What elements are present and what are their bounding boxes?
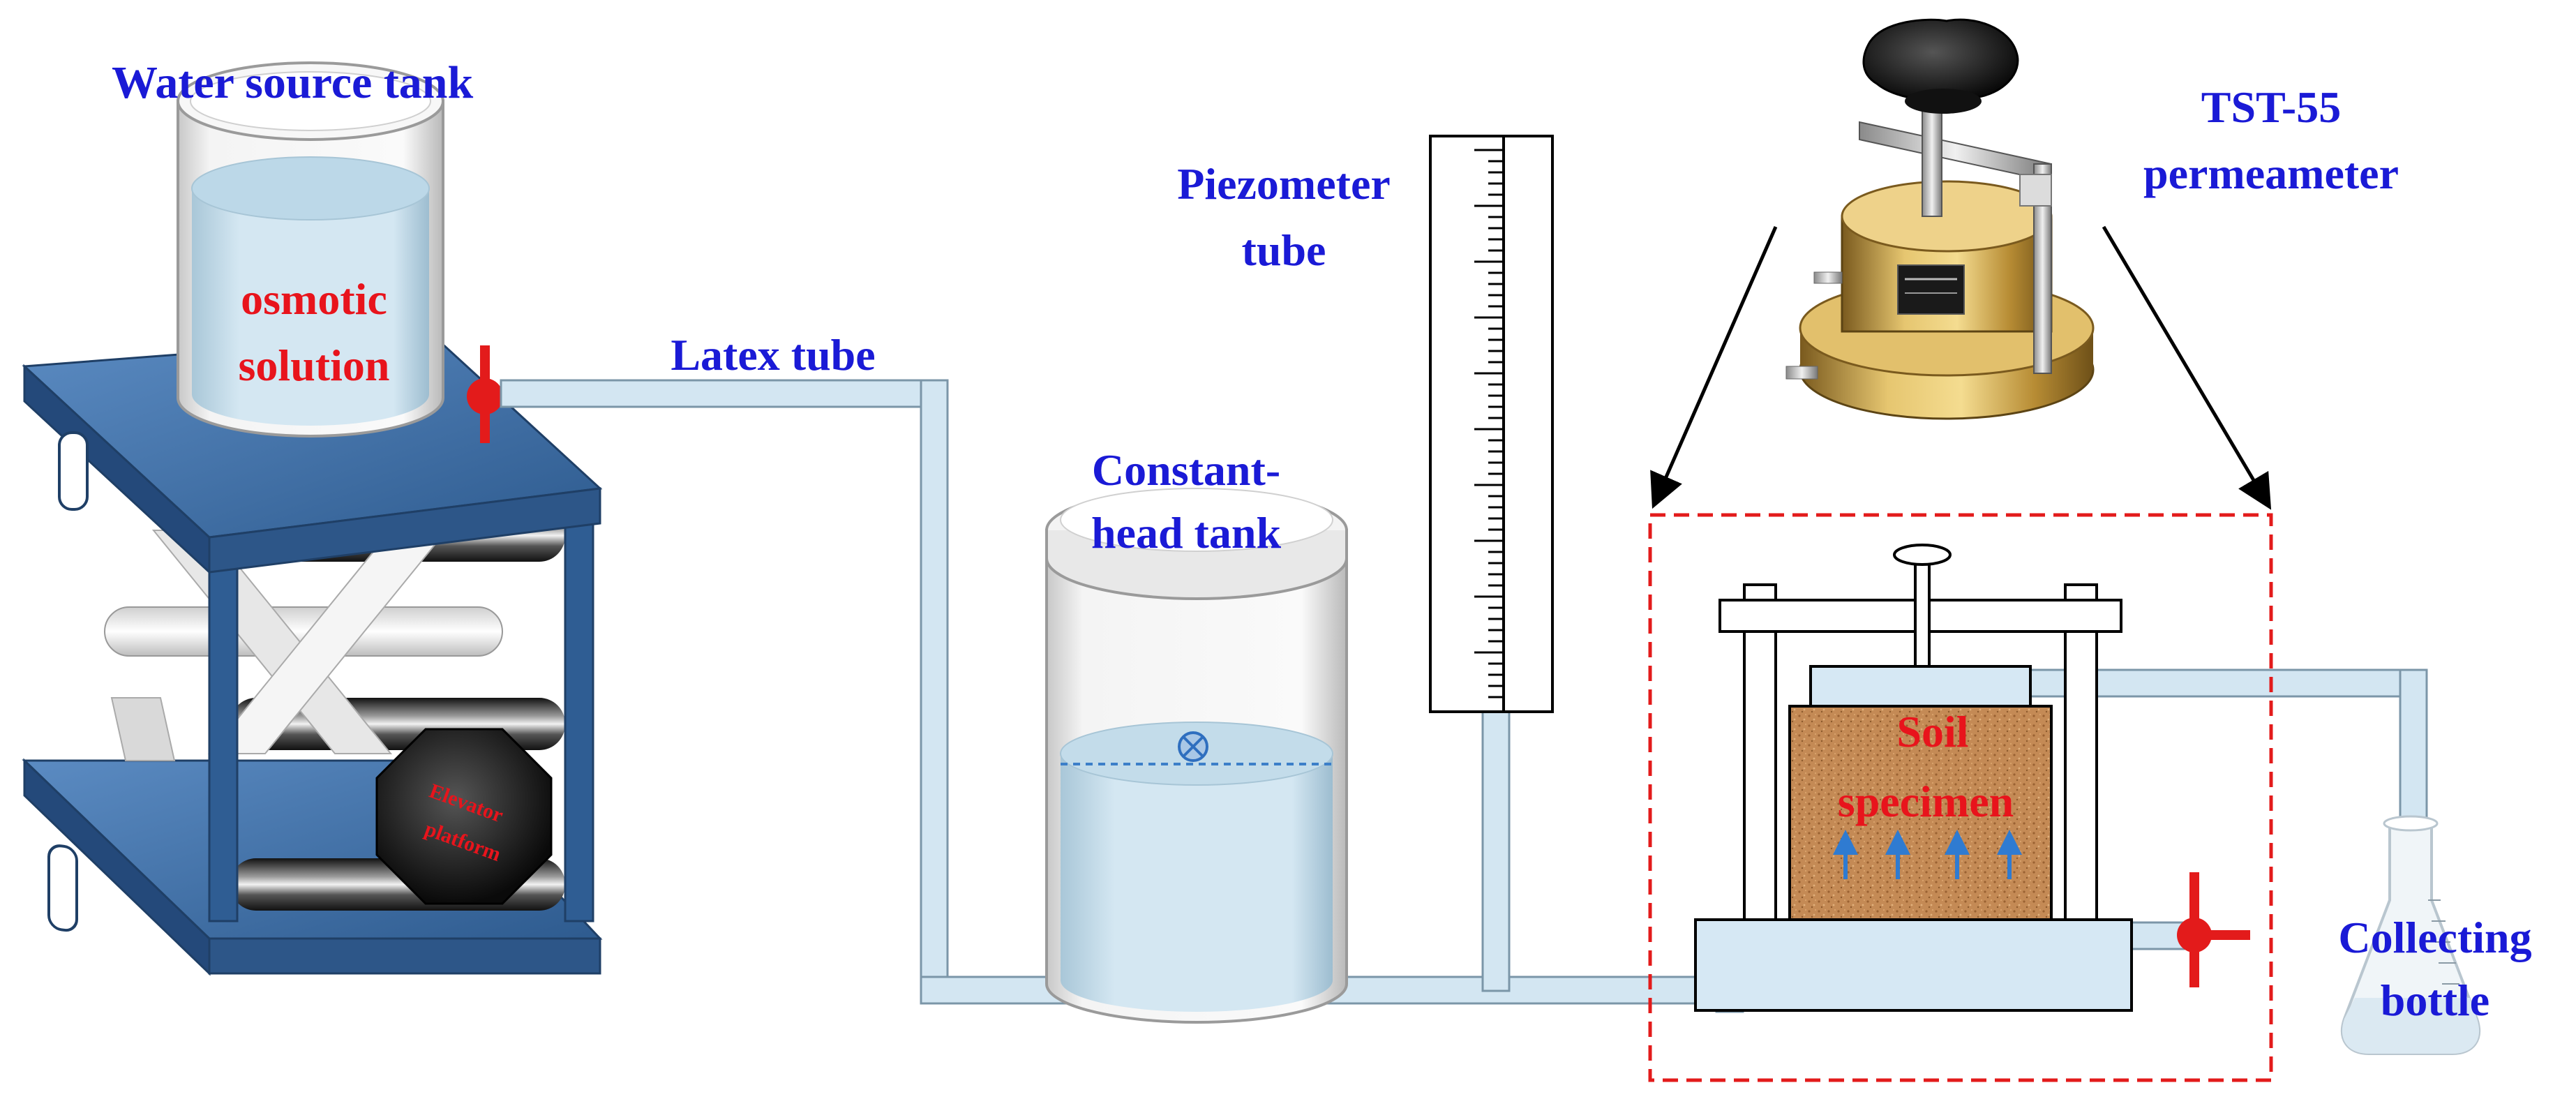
piezometer-tube: [1429, 135, 1554, 713]
label-osmotic-solution-2: solution: [239, 341, 390, 390]
label-constant-head-2: head tank: [1091, 508, 1282, 558]
zoom-arrow-right: [2102, 225, 2272, 510]
constant-head-tank: [1045, 488, 1348, 1024]
label-latex-tube: Latex tube: [671, 330, 875, 380]
permeameter-detail-box: [1648, 513, 2273, 1082]
label-osmotic-solution-1: osmotic: [241, 274, 387, 324]
collecting-bottle: [2340, 815, 2481, 1055]
label-collecting-bottle-2: bottle: [2381, 976, 2489, 1025]
permeameter-schematic: [1694, 544, 2133, 1012]
label-constant-head-1: Constant-: [1092, 445, 1280, 495]
water-source-tank: [177, 61, 444, 438]
label-tst55-2: permeameter: [2143, 149, 2399, 198]
float-ball-icon: [1178, 731, 1208, 762]
label-water-source-tank: Water source tank: [112, 57, 473, 108]
elevator-knob: [375, 728, 553, 905]
outlet-valve: [2177, 872, 2250, 987]
label-tst55-1: TST-55: [2201, 82, 2341, 132]
label-soil-specimen-1: Soil: [1896, 707, 1968, 756]
label-soil-specimen-2: specimen: [1838, 777, 2014, 826]
flow-arrows: [1833, 830, 2022, 879]
zoom-arrow-left: [1650, 225, 1778, 509]
tst55-permeameter: [1785, 18, 2095, 420]
label-piezometer-1: Piezometer: [1177, 159, 1391, 209]
label-piezometer-2: tube: [1242, 225, 1326, 275]
latex-tube: [500, 379, 2428, 1013]
label-collecting-bottle-1: Collecting: [2338, 913, 2531, 962]
